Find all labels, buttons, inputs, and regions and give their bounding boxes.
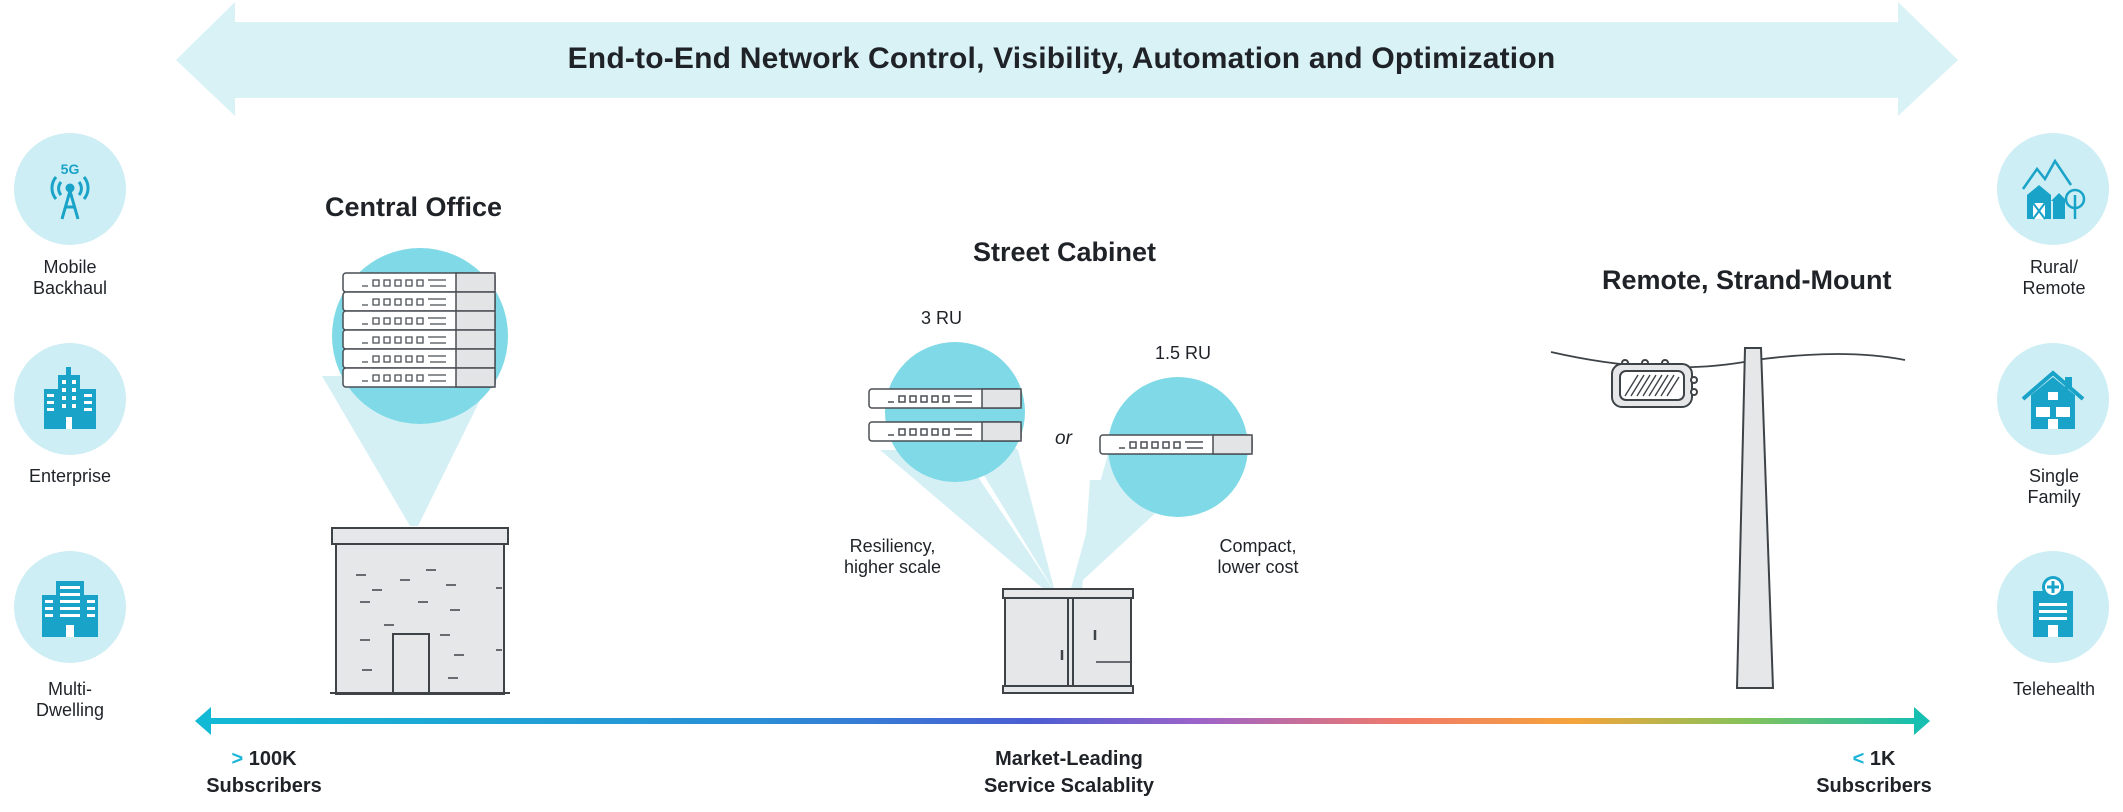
left-subscriber-count: 100K (248, 748, 297, 770)
remote-strand-mount-title: Remote, Strand-Mount (1602, 265, 1892, 295)
mobile-backhaul-circle: 5G (14, 133, 126, 245)
compact-caption: Compact, lower cost (1217, 536, 1299, 577)
strand-mount-device (1611, 359, 1698, 408)
enterprise-label: Enterprise (28, 466, 112, 486)
multi-dwelling-circle (14, 551, 126, 663)
strand-mount-illustration (1550, 347, 1906, 689)
street-cabinet-title: Street Cabinet (973, 237, 1157, 267)
single-family-label: Single Family (2027, 466, 2081, 507)
resiliency-caption: Resiliency, higher scale (843, 536, 942, 577)
rural-remote-circle (1997, 133, 2109, 245)
center-line2: Service Scalablity (983, 775, 1155, 797)
central-office-building (330, 527, 510, 695)
right-subscribers-unit: Subscribers (1816, 775, 1932, 797)
banner-arrow (170, 2, 1960, 118)
mobile-backhaul-label: Mobile Backhaul (32, 257, 108, 298)
banner-title: End-to-End Network Control, Visibility, … (567, 42, 1556, 75)
scalability-arrow (195, 707, 1930, 735)
left-subscribers-label: > 100K Subscribers (204, 746, 324, 800)
center-line1: Market-Leading (995, 748, 1143, 770)
rural-remote-label: Rural/ Remote (2022, 257, 2086, 298)
central-office-router-stack (342, 272, 496, 388)
svg-text:5G: 5G (61, 161, 80, 177)
street-cabinet-illustration (868, 342, 1253, 694)
3ru-router-pair (868, 388, 1022, 442)
central-office-title: Central Office (325, 192, 503, 222)
apartment-building-icon (42, 581, 98, 637)
multi-dwelling-label: Multi- Dwelling (35, 679, 105, 720)
telehealth-label: Telehealth (2012, 679, 2096, 699)
center-scalability-label: Market-Leading Service Scalablity (919, 746, 1219, 800)
telehealth-circle (1997, 551, 2109, 663)
1-5ru-label: 1.5 RU (1155, 343, 1212, 363)
street-cabinet-box (1002, 588, 1134, 694)
house-icon (2021, 370, 2085, 429)
or-label: or (1055, 428, 1072, 449)
greater-than-sign: > (231, 748, 244, 770)
3ru-label: 3 RU (921, 308, 963, 328)
1-5ru-router (1099, 434, 1253, 455)
farm-barn-icon (2021, 158, 2086, 220)
less-than-sign: < (1852, 748, 1865, 770)
single-family-circle (1997, 343, 2109, 455)
5g-tower-icon: 5G (50, 161, 90, 220)
enterprise-circle (14, 343, 126, 455)
right-subscribers-label: < 1K Subscribers (1814, 746, 1934, 800)
left-subscribers-unit: Subscribers (206, 775, 322, 797)
office-building-icon (44, 367, 96, 429)
central-office-illustration (322, 248, 510, 695)
right-subscriber-count: 1K (1869, 748, 1896, 770)
hospital-icon (2033, 576, 2073, 637)
